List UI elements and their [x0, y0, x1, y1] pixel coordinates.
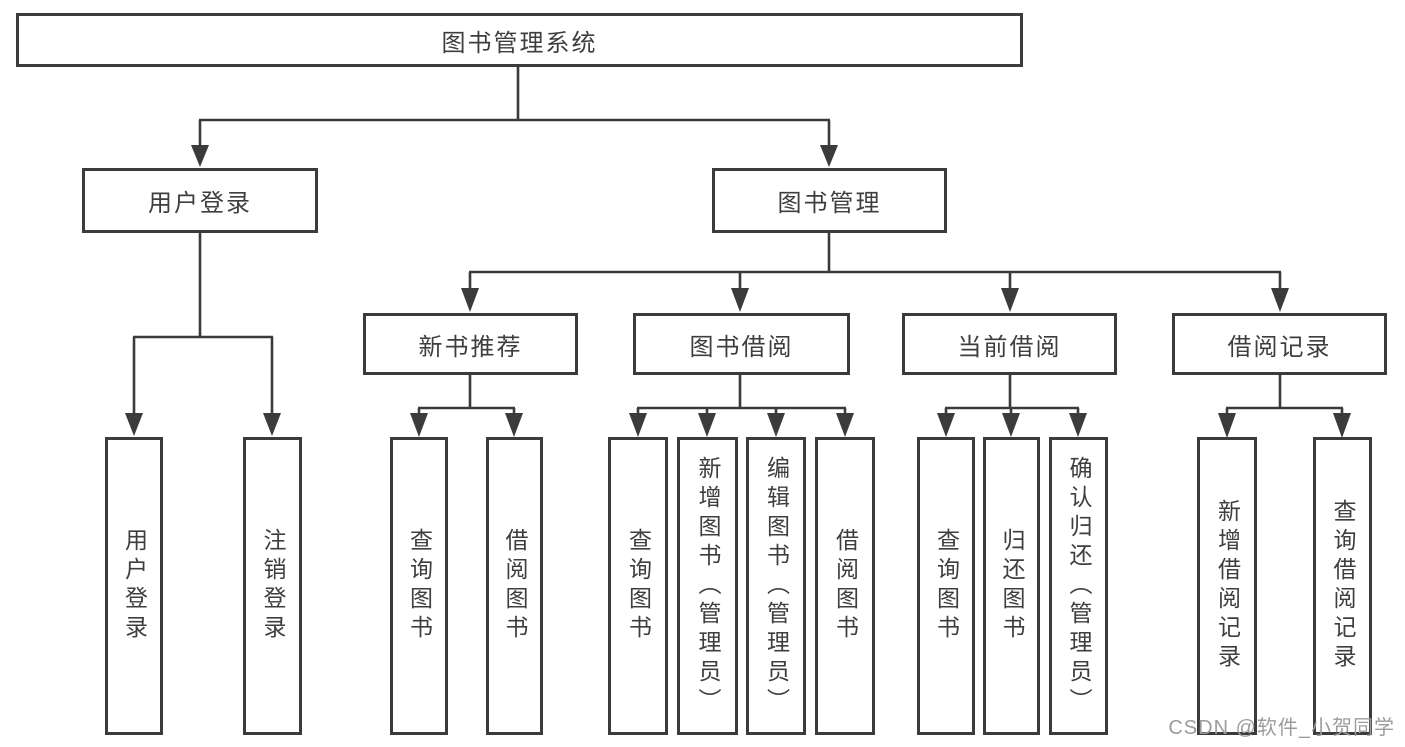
leaf-confirm-return-admin: 确认归还（管理员）: [1049, 437, 1108, 735]
node-book-management: 图书管理: [712, 168, 947, 233]
borrowing-records-to-leaves-connector: [1218, 374, 1351, 438]
node-root-system: 图书管理系统: [16, 13, 1023, 67]
node-user-login: 用户登录: [82, 168, 318, 233]
node-label: 新书推荐: [418, 333, 523, 361]
leaf-label: 查询图书: [406, 528, 433, 644]
leaf-query-borrow-record: 查询借阅记录: [1313, 437, 1372, 735]
leaf-logout: 注销登录: [243, 437, 302, 735]
node-label: 图书管理: [777, 190, 882, 217]
user-login-to-leaves-connector: [125, 233, 281, 436]
leaf-label: 编辑图书（管理员）: [763, 455, 790, 717]
leaf-label: 注销登录: [260, 528, 286, 644]
current-borrowing-to-leaves-connector: [937, 374, 1087, 437]
leaf-add-books-admin: 新增图书（管理员）: [677, 437, 738, 735]
node-label: 图书管理系统: [441, 29, 598, 57]
leaf-label: 借阅图书: [832, 528, 859, 644]
leaf-return-books: 归还图书: [983, 437, 1040, 735]
new-book-recommendation-to-leaves-connector: [410, 374, 523, 437]
leaf-label: 归还图书: [999, 528, 1025, 644]
leaf-edit-books-admin: 编辑图书（管理员）: [746, 437, 806, 735]
leaf-current-query-books: 查询图书: [917, 437, 975, 735]
node-label: 图书借阅: [689, 333, 794, 361]
node-book-borrowing: 图书借阅: [633, 313, 850, 375]
leaf-label: 借阅图书: [502, 528, 528, 644]
leaf-recommend-borrow-books: 借阅图书: [486, 437, 543, 735]
node-borrowing-records: 借阅记录: [1172, 313, 1387, 375]
root-to-level2-connector: [191, 67, 838, 167]
leaf-label: 查询借阅记录: [1330, 499, 1356, 673]
node-label: 用户登录: [148, 190, 252, 217]
leaf-recommend-query-books: 查询图书: [390, 437, 448, 735]
leaf-label: 新增图书（管理员）: [695, 455, 721, 717]
node-label: 当前借阅: [957, 333, 1062, 361]
leaf-label: 新增借阅记录: [1214, 499, 1241, 673]
book-management-to-level3-connector: [461, 233, 1289, 312]
node-current-borrowing: 当前借阅: [902, 313, 1117, 375]
book-borrowing-to-leaves-connector: [629, 374, 854, 437]
leaf-label: 查询图书: [625, 528, 652, 644]
leaf-borrowing-query-books: 查询图书: [608, 437, 668, 735]
leaf-user-login: 用户登录: [105, 437, 163, 735]
leaf-add-borrow-record: 新增借阅记录: [1197, 437, 1257, 735]
leaf-borrowing-borrow-books: 借阅图书: [815, 437, 875, 735]
leaf-label: 查询图书: [933, 528, 960, 644]
csdn-watermark: CSDN @软件_小贺同学: [1168, 717, 1395, 739]
node-label: 借阅记录: [1227, 333, 1332, 361]
node-new-book-recommendation: 新书推荐: [363, 313, 578, 375]
leaf-label: 确认归还（管理员）: [1066, 455, 1092, 717]
leaf-label: 用户登录: [121, 528, 148, 644]
